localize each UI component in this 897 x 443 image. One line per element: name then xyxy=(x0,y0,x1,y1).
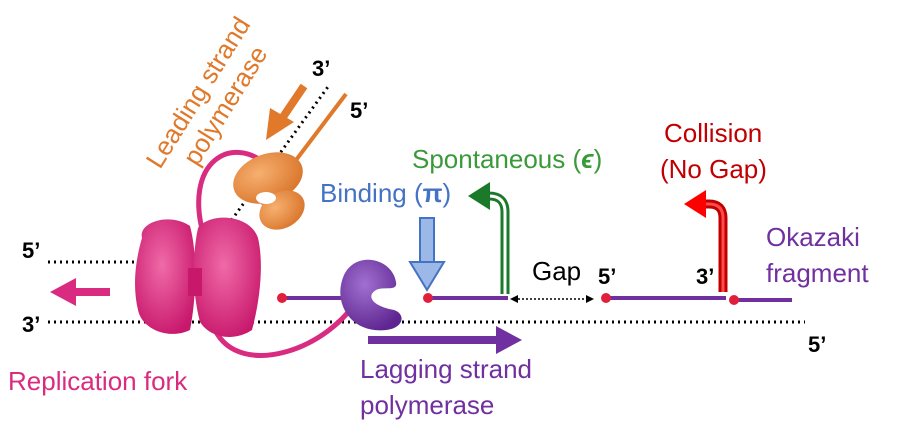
primer-dot-4 xyxy=(729,295,739,305)
spontaneous-arrow xyxy=(468,182,510,294)
binding-label: Binding (π) xyxy=(320,178,451,208)
lagging-polymerase-label-line1: Lagging strand xyxy=(360,354,532,384)
replication-fork-helicase xyxy=(135,217,261,337)
right-bottom-5prime: 5’ xyxy=(808,332,826,357)
lead-top-5prime: 5’ xyxy=(350,98,368,123)
epsilon-symbol: ϵ xyxy=(581,144,594,174)
pi-symbol: π xyxy=(423,178,443,208)
lagging-polymerase-label-line2: polymerase xyxy=(360,390,494,420)
lagging-direction-arrow xyxy=(368,326,522,354)
leading-strand-polymerase xyxy=(233,152,305,230)
collision-label-line1: Collision xyxy=(664,118,762,148)
collision-arrow xyxy=(684,190,728,292)
binding-arrow xyxy=(408,217,446,292)
lead-top-3prime: 3’ xyxy=(312,56,330,81)
leading-template-strand xyxy=(226,83,332,226)
primer-dot-3 xyxy=(601,293,611,303)
leading-direction-arrow xyxy=(266,83,308,140)
primer-dot-1 xyxy=(277,293,287,303)
okazaki-label-line1: Okazaki xyxy=(766,222,860,252)
collision-label-line2: (No Gap) xyxy=(660,154,767,184)
left-upper-5prime: 5’ xyxy=(22,238,40,263)
lagging-strand-polymerase xyxy=(340,259,402,331)
gap-indicator xyxy=(510,295,594,303)
fork-direction-arrow xyxy=(50,278,110,306)
primer-dot-2 xyxy=(423,293,433,303)
left-lower-3prime: 3’ xyxy=(22,312,40,337)
replication-fork-label: Replication fork xyxy=(8,366,188,396)
okazaki-label-line2: fragment xyxy=(766,258,869,288)
gap-label: Gap xyxy=(532,256,581,286)
fragment-5prime: 5’ xyxy=(598,264,616,289)
spontaneous-label: Spontaneous (ϵ) xyxy=(412,144,602,174)
fork-tether-lower xyxy=(212,293,363,358)
fragment-3prime: 3’ xyxy=(696,264,714,289)
